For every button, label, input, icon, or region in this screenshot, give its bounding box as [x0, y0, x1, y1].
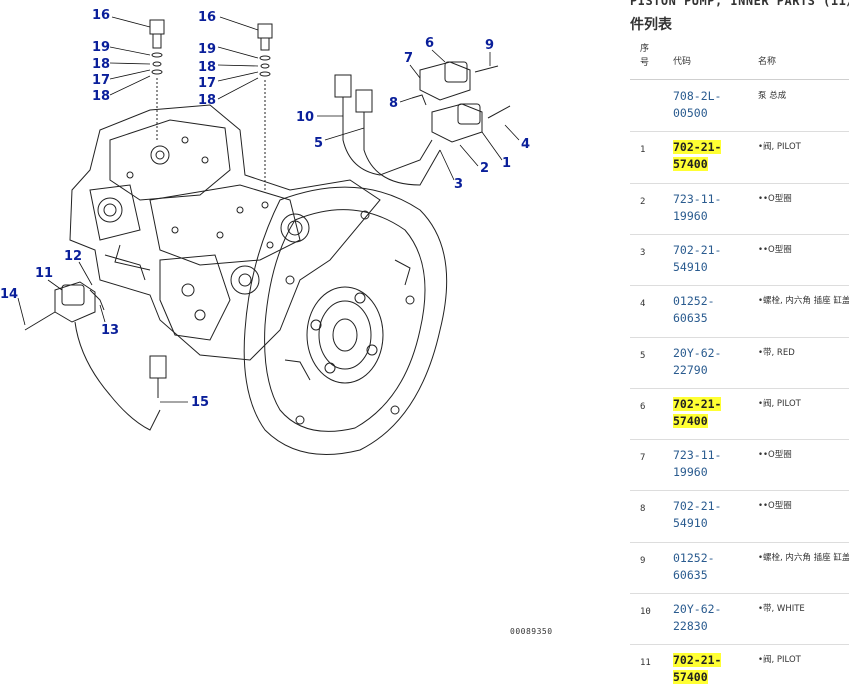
part-code-link[interactable]: 01252-60635: [673, 550, 715, 582]
row-divider: [630, 131, 849, 133]
callout-15: 15: [191, 395, 210, 410]
part-code-link[interactable]: 723-11-19960: [673, 191, 722, 223]
table-row[interactable]: 6 702-21-57400 •阀, PILOT: [630, 388, 849, 439]
part-code-link[interactable]: 702-21-54910: [673, 499, 722, 531]
item-number: 2: [640, 196, 646, 207]
parts-diagram: 16 16 19 19 18 18 17 17 18 18 7 6 9 8 10…: [0, 8, 553, 636]
header-name: 名称: [758, 57, 777, 67]
part-name: •带, WHITE: [758, 604, 805, 614]
callout-6: 6: [425, 36, 435, 51]
callout-18: 18: [92, 89, 111, 104]
item-number: 6: [640, 401, 646, 412]
part-name: •螺栓, 内六角 插座 缸盖: [758, 552, 849, 563]
panel-title: PISTON PUMP, INNER PARTS (11/: [630, 0, 849, 8]
table-row[interactable]: 2 723-11-19960 ••O型圈: [630, 183, 849, 234]
callout-12: 12: [64, 249, 83, 264]
row-divider: [630, 593, 849, 594]
header-code: 代码: [673, 57, 692, 67]
callout-19: 19: [198, 42, 217, 57]
row-divider: [630, 182, 849, 184]
callout-17: 17: [198, 76, 217, 91]
callout-19: 19: [92, 40, 111, 55]
part-name: •阀, PILOT: [758, 398, 801, 409]
header-divider: [630, 79, 849, 80]
row-divider: [630, 644, 849, 646]
pump-exploded-drawing: [17, 16, 520, 455]
callout-18: 18: [198, 93, 217, 108]
callout-7: 7: [404, 51, 414, 66]
callout-4: 4: [521, 137, 531, 152]
callout-17: 17: [92, 73, 111, 88]
part-code-link[interactable]: 702-21-57400: [673, 140, 722, 172]
part-code-link[interactable]: 20Y-62-22830: [673, 602, 722, 633]
row-divider: [630, 387, 849, 389]
part-name: •螺栓, 内六角 插座 缸盖: [758, 296, 849, 307]
part-name: •阀, PILOT: [758, 142, 801, 153]
callout-5: 5: [314, 136, 324, 151]
callout-9: 9: [485, 38, 495, 53]
part-name: •带, RED: [758, 347, 795, 358]
callout-18: 18: [198, 60, 217, 75]
callout-3: 3: [454, 177, 464, 192]
parts-list-panel: PISTON PUMP, INNER PARTS (11/ 件列表 序 号 代码…: [630, 0, 849, 684]
callout-11: 11: [35, 266, 54, 281]
item-number: 10: [640, 607, 651, 617]
part-code-link[interactable]: 20Y-62-22790: [673, 345, 722, 377]
part-code-link[interactable]: 708-2L-00500: [673, 89, 722, 120]
callout-10: 10: [296, 110, 315, 125]
part-name: ••O型圈: [758, 450, 792, 461]
item-number: 5: [640, 350, 646, 361]
callout-2: 2: [480, 161, 490, 176]
header-no: 序 号: [640, 44, 650, 68]
callout-16: 16: [92, 8, 111, 23]
table-row[interactable]: 1 702-21-57400 •阀, PILOT: [630, 131, 849, 182]
table-row[interactable]: 11 702-21-57400 •阀, PILOT: [630, 644, 849, 684]
part-name: 泵 总成: [758, 91, 787, 101]
part-name: ••O型圈: [758, 193, 792, 204]
callout-1: 1: [502, 156, 512, 171]
part-code-link[interactable]: 01252-60635: [673, 294, 715, 326]
item-number: 1: [640, 145, 646, 156]
row-divider: [630, 541, 849, 543]
part-code-link[interactable]: 702-21-57400: [673, 396, 722, 428]
row-divider: [630, 285, 849, 287]
part-code-link[interactable]: 702-21-57400: [673, 653, 722, 684]
part-name: •阀, PILOT: [758, 655, 801, 666]
table-row[interactable]: 7 723-11-19960 ••O型圈: [630, 439, 849, 490]
item-number: 9: [640, 555, 646, 566]
part-name: ••O型圈: [758, 501, 792, 512]
item-number: 4: [640, 299, 646, 310]
row-divider: [630, 439, 849, 441]
callout-18: 18: [92, 57, 111, 72]
part-code-link[interactable]: 702-21-54910: [673, 242, 722, 274]
callout-8: 8: [389, 96, 399, 111]
drawing-code: 00089350: [510, 627, 553, 636]
table-row[interactable]: 8 702-21-54910 ••O型圈: [630, 490, 849, 541]
table-row[interactable]: 4 01252-60635 •螺栓, 内六角 插座 缸盖: [630, 285, 849, 336]
row-divider: [630, 336, 849, 338]
callout-16: 16: [198, 10, 217, 25]
callout-14: 14: [0, 287, 19, 302]
item-number: 7: [640, 453, 646, 464]
table-row[interactable]: 708-2L-00500 泵 总成: [630, 80, 849, 131]
item-number: 8: [640, 504, 646, 515]
row-divider: [630, 490, 849, 492]
item-number: 3: [640, 247, 646, 258]
row-divider: [630, 233, 849, 235]
callout-13: 13: [101, 323, 120, 338]
part-name: ••O型圈: [758, 244, 792, 255]
panel-subtitle: 件列表: [630, 17, 672, 33]
item-number: 11: [640, 658, 651, 669]
table-row[interactable]: 10 20Y-62-22830 •带, WHITE: [630, 593, 849, 644]
table-row[interactable]: 5 20Y-62-22790 •带, RED: [630, 337, 849, 388]
table-row[interactable]: 3 702-21-54910 ••O型圈: [630, 234, 849, 285]
part-code-link[interactable]: 723-11-19960: [673, 448, 722, 480]
table-row[interactable]: 9 01252-60635 •螺栓, 内六角 插座 缸盖: [630, 542, 849, 593]
